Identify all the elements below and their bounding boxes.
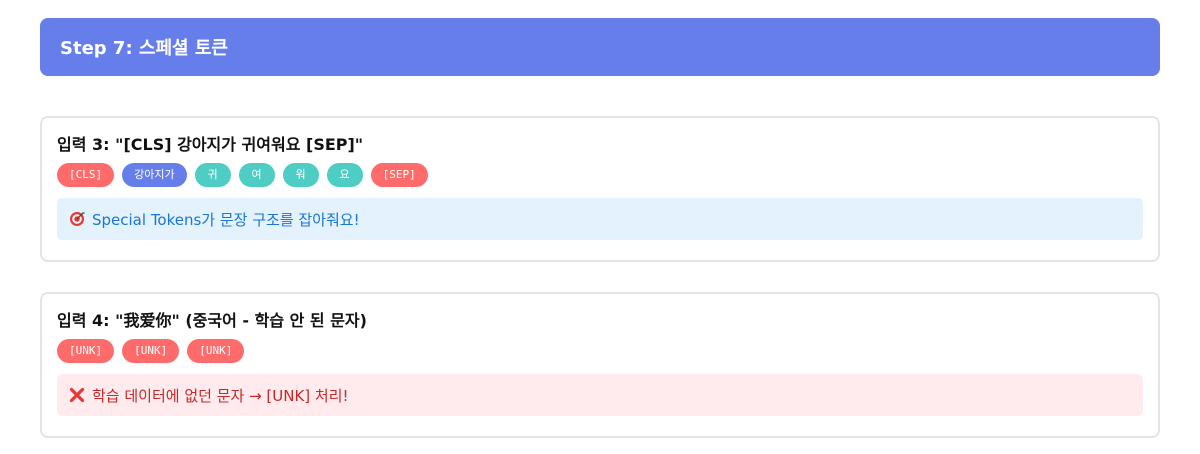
token-unk: [UNK] [122, 339, 180, 363]
step-header: Step 7: 스페셜 토큰 [40, 18, 1160, 76]
info-note-text: Special Tokens가 문장 구조를 잡아줘요! [92, 210, 360, 229]
input-card-4: 입력 4: "我爱你" (중국어 - 학습 안 된 문자) [UNK] [UNK… [40, 292, 1160, 438]
token-sep: [SEP] [370, 163, 428, 187]
cross-icon [69, 387, 85, 403]
info-note: Special Tokens가 문장 구조를 잡아줘요! [57, 198, 1143, 240]
token-unk: [UNK] [187, 339, 245, 363]
input-title: 입력 4: "我爱你" (중국어 - 학습 안 된 문자) [57, 311, 367, 330]
error-note: 학습 데이터에 없던 문자 → [UNK] 처리! [57, 374, 1143, 416]
token-char: 요 [326, 163, 363, 187]
token-char: 귀 [194, 163, 231, 187]
token-unk: [UNK] [57, 339, 115, 363]
token-list: [CLS] 강아지가 귀 여 워 요 [SEP] [57, 163, 1143, 187]
token-list: [UNK] [UNK] [UNK] [57, 339, 1143, 363]
error-note-text: 학습 데이터에 없던 문자 → [UNK] 처리! [92, 386, 349, 405]
token-cls: [CLS] [57, 163, 115, 187]
input-title: 입력 3: "[CLS] 강아지가 귀여워요 [SEP]" [57, 135, 364, 154]
step-title: Step 7: 스페셜 토큰 [60, 38, 228, 59]
target-icon [69, 211, 85, 227]
token-char: 워 [282, 163, 319, 187]
token-char: 여 [238, 163, 275, 187]
token-word: 강아지가 [122, 163, 187, 187]
input-card-3: 입력 3: "[CLS] 강아지가 귀여워요 [SEP]" [CLS] 강아지가… [40, 116, 1160, 262]
